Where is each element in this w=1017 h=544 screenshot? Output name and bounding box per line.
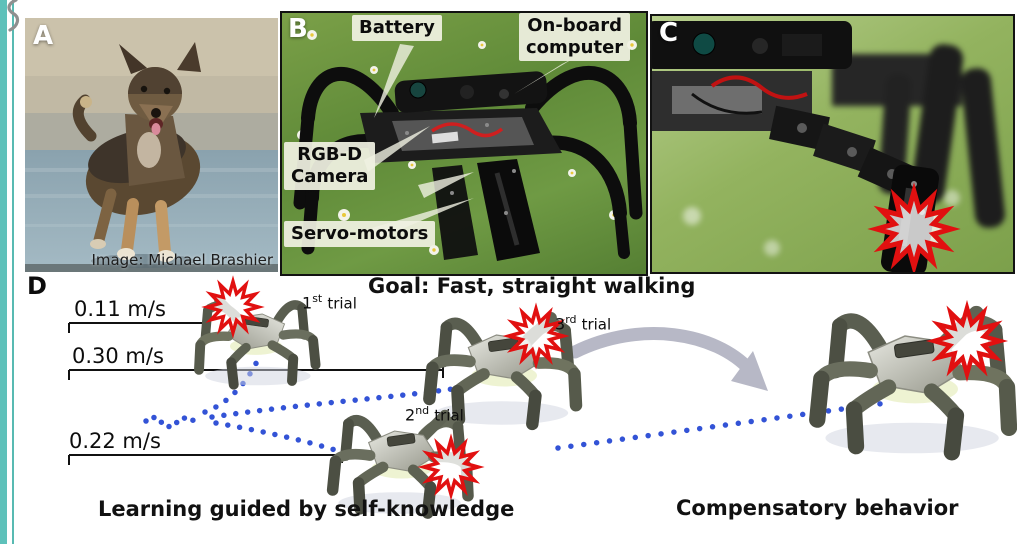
damaged-leg-illustration — [652, 21, 1005, 272]
page-edge-accent-line — [12, 0, 14, 544]
panel-b-letter: B — [288, 14, 308, 44]
blurred-background — [683, 44, 1005, 256]
page-edge-accent-bar — [0, 0, 7, 544]
dog-silhouette — [72, 42, 201, 268]
trial2-word: trial — [434, 406, 464, 425]
trajectory-compensatory — [555, 400, 889, 451]
panel-b-photo: B Battery On-board computer RGB-D Camera… — [280, 11, 648, 276]
caption-compensatory: Compensatory behavior — [676, 496, 959, 520]
trial1-label: 1st trial — [302, 292, 357, 312]
speed-trial3: 0.30 m/s — [72, 344, 164, 368]
dog-photo-illustration — [25, 18, 278, 272]
trajectory-dots — [143, 352, 889, 462]
damage-starburst-icon — [934, 308, 1000, 374]
trial2-ordinal: 2 — [405, 405, 416, 425]
trajectory-trial2 — [213, 420, 365, 462]
red-cable — [430, 122, 504, 138]
trial1-suffix: st — [312, 292, 323, 305]
callout-onboard-line2: computer — [526, 36, 624, 58]
trial3-suffix: rd — [565, 313, 577, 326]
trial1-word: trial — [327, 294, 357, 313]
callout-rgbd-camera: RGB-D Camera — [284, 142, 376, 190]
corner-squiggle-icon — [7, 0, 20, 32]
trial3-word: trial — [581, 315, 612, 334]
trial3-ordinal: 3 — [555, 314, 566, 334]
hexapod-trial1 — [199, 300, 316, 385]
callout-servo-motors: Servo-motors — [284, 221, 436, 247]
damage-starburst-icon — [205, 279, 261, 335]
panel-d-letter: D — [27, 272, 47, 300]
callout-battery: Battery — [352, 15, 442, 41]
speed-trial2: 0.22 m/s — [69, 429, 161, 453]
photo-credit: Image: Michael Brashier — [91, 251, 273, 269]
trajectory-trial1 — [202, 352, 263, 415]
trial2-label: 2nd trial — [405, 404, 464, 424]
panel-a-letter: A — [33, 21, 54, 51]
panel-c-photo: C — [650, 14, 1015, 274]
callout-camera-line1: RGB-D — [297, 144, 363, 165]
caption-learning: Learning guided by self-knowledge — [98, 497, 515, 521]
trial1-ordinal: 1 — [302, 293, 313, 313]
trial3-label: 3rd trial — [555, 313, 611, 333]
callout-onboard-line1: On-board — [527, 15, 622, 36]
callout-onboard-computer: On-board computer — [519, 13, 631, 61]
damage-starburst-icon — [422, 438, 480, 496]
panel-a-photo: A Image: Michael Brashier — [25, 18, 278, 272]
panel-c-letter: C — [659, 18, 679, 48]
panel-d-title: Goal: Fast, straight walking — [368, 274, 696, 298]
trial2-suffix: nd — [415, 404, 430, 417]
speed-trial1: 0.11 m/s — [74, 297, 166, 321]
hexapod-robot — [293, 65, 643, 261]
compensate-arrow-icon — [568, 327, 768, 391]
red-cable — [710, 75, 808, 100]
callout-camera-line2: Camera — [291, 165, 369, 187]
hexapod-photo-illustration — [293, 30, 643, 261]
hexapod-compensatory — [817, 314, 1009, 454]
